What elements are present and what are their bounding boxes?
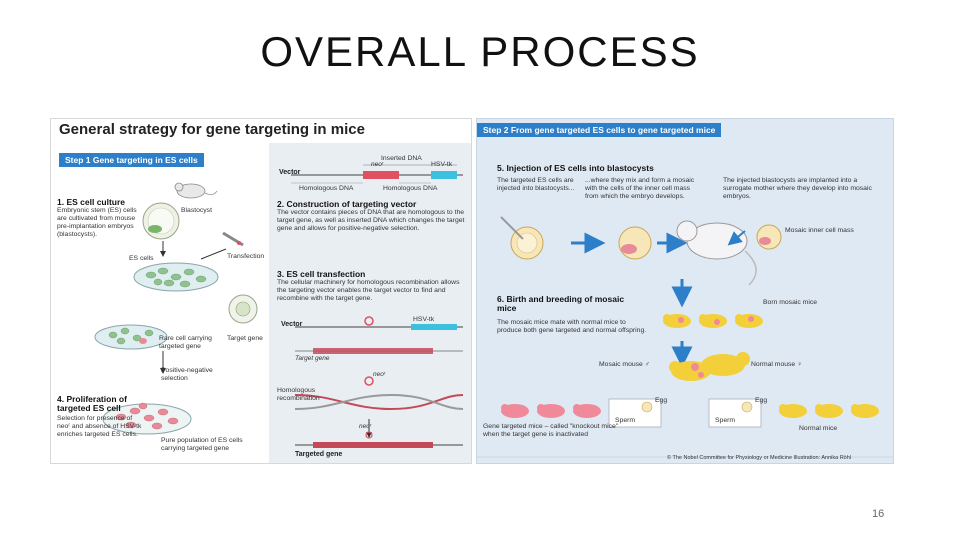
arrow-icon bbox=[200, 248, 227, 260]
section5-text-b: ...where they mix and form a mosaic with… bbox=[585, 177, 695, 200]
neo-label-3: neoʳ bbox=[359, 423, 372, 430]
mosaic-blastocyst-icon bbox=[618, 226, 652, 260]
page-number: 16 bbox=[872, 508, 885, 520]
knockout-mice-group bbox=[501, 404, 601, 418]
step1-illustration bbox=[94, 164, 464, 448]
hsv-tk-label-2: HSV-tk bbox=[413, 316, 435, 323]
section1-title: 1. ES cell culture bbox=[57, 197, 126, 207]
normal-mice-label: Normal mice bbox=[799, 425, 838, 432]
normal-female-mouse-icon bbox=[701, 352, 750, 376]
section1-text: Embryonic stem (ES) cells are cultivated… bbox=[57, 207, 137, 238]
section6-title: 6. Birth and breeding of mosaic mice bbox=[497, 294, 625, 313]
egg-sperm-knockout bbox=[608, 398, 662, 428]
normal-mouse-female-label: Normal mouse ♀ bbox=[751, 361, 803, 368]
vector-label: Vector bbox=[279, 169, 301, 176]
injection-blastocyst-icon bbox=[500, 216, 544, 260]
hsv-tk-label: HSV-tk bbox=[431, 161, 453, 168]
egg-label-1: Egg bbox=[655, 397, 668, 404]
label-blastocyst: Blastocyst bbox=[181, 207, 212, 214]
section2-title: 2. Construction of targeting vector bbox=[277, 199, 417, 209]
slide-title: OVERALL PROCESS bbox=[260, 28, 700, 75]
target-gene-label-2: Target gene bbox=[295, 355, 330, 362]
transfection-pipette-icon bbox=[222, 231, 244, 247]
mosaic-inner-cell-mass-label: Mosaic inner cell mass bbox=[785, 227, 854, 234]
born-mosaic-mice-group bbox=[663, 314, 763, 328]
illustration-credit: © The Nobel Committee for Physiology or … bbox=[667, 455, 852, 461]
inserted-dna-label: Inserted DNA bbox=[381, 155, 422, 162]
mosaic-male-mouse-icon bbox=[669, 361, 711, 381]
normal-mice-group bbox=[779, 404, 879, 418]
step2-tab: Step 2 From gene targeted ES cells to ge… bbox=[477, 123, 722, 137]
gene-targeting-step2-panel: Step 2 From gene targeted ES cells to ge… bbox=[476, 118, 894, 464]
section4-title: 4. Proliferation of targeted ES cell bbox=[57, 394, 127, 413]
section6-text: The mosaic mice mate with normal mice to… bbox=[497, 319, 647, 334]
step2-illustration bbox=[477, 216, 893, 458]
section4-text: Selection for presence of neoʳ and absen… bbox=[57, 415, 142, 438]
mosaic-mouse-male-label: Mosaic mouse ♂ bbox=[599, 361, 650, 368]
section5-text-a: The targeted ES cells are injected into … bbox=[497, 177, 575, 192]
egg-sperm-normal bbox=[708, 398, 762, 428]
vector-label-2: Vector bbox=[281, 321, 303, 328]
egg-label-2: Egg bbox=[755, 397, 768, 404]
pure-population-label: Pure population of ES cells carrying tar… bbox=[161, 437, 243, 452]
mouse-icon bbox=[174, 182, 218, 199]
homologous-recombination-label: Homologous recombination bbox=[277, 387, 320, 402]
label-es-cells: ES cells bbox=[129, 255, 154, 262]
positive-negative-label: Positive-negative selection bbox=[161, 367, 213, 382]
born-mosaic-mice-label: Born mosaic mice bbox=[763, 299, 818, 306]
section2-text: The vector contains pieces of DNA that a… bbox=[277, 209, 465, 232]
diagram-title: General strategy for gene targeting in m… bbox=[59, 121, 365, 138]
neo-label: neoʳ bbox=[371, 161, 384, 168]
knockout-mice-label: Gene targeted mice – called "knockout mi… bbox=[483, 423, 619, 438]
homologous-dna-label-2: Homologous DNA bbox=[383, 185, 438, 192]
mosaic-embryo-icon bbox=[756, 224, 782, 250]
section5-text-c: The injected blastocysts are implanted i… bbox=[723, 177, 872, 200]
homologous-dna-label-1: Homologous DNA bbox=[299, 185, 354, 192]
sperm-label-2: Sperm bbox=[715, 417, 736, 424]
recombination-diagram bbox=[294, 316, 464, 448]
label-transfection: Transfection bbox=[227, 253, 265, 260]
step1-tab: Step 1 Gene targeting in ES cells bbox=[59, 153, 204, 167]
arrow-icon bbox=[727, 230, 746, 246]
magnified-cell-icon bbox=[228, 294, 258, 324]
blastocyst-icon bbox=[142, 202, 180, 240]
targeting-vector-diagram bbox=[291, 164, 463, 184]
neo-label-2: neoʳ bbox=[373, 371, 386, 378]
gene-targeting-step1-panel: General strategy for gene targeting in m… bbox=[50, 118, 472, 464]
petri-dish-rare-cell bbox=[94, 324, 168, 350]
section3-title: 3. ES cell transfection bbox=[277, 269, 366, 279]
petri-dish-pure-population bbox=[102, 402, 192, 435]
target-gene-label: Target gene bbox=[227, 335, 263, 342]
petri-dish-es-cells bbox=[133, 262, 219, 292]
rare-cell-label: Rare cell carrying targeted gene bbox=[159, 335, 212, 350]
section3-text: The cellular machinery for homologous re… bbox=[277, 279, 460, 302]
targeted-gene-label: Targeted gene bbox=[295, 451, 343, 458]
sperm-label-1: Sperm bbox=[615, 417, 636, 424]
section5-title: 5. Injection of ES cells into blastocyst… bbox=[497, 163, 654, 173]
